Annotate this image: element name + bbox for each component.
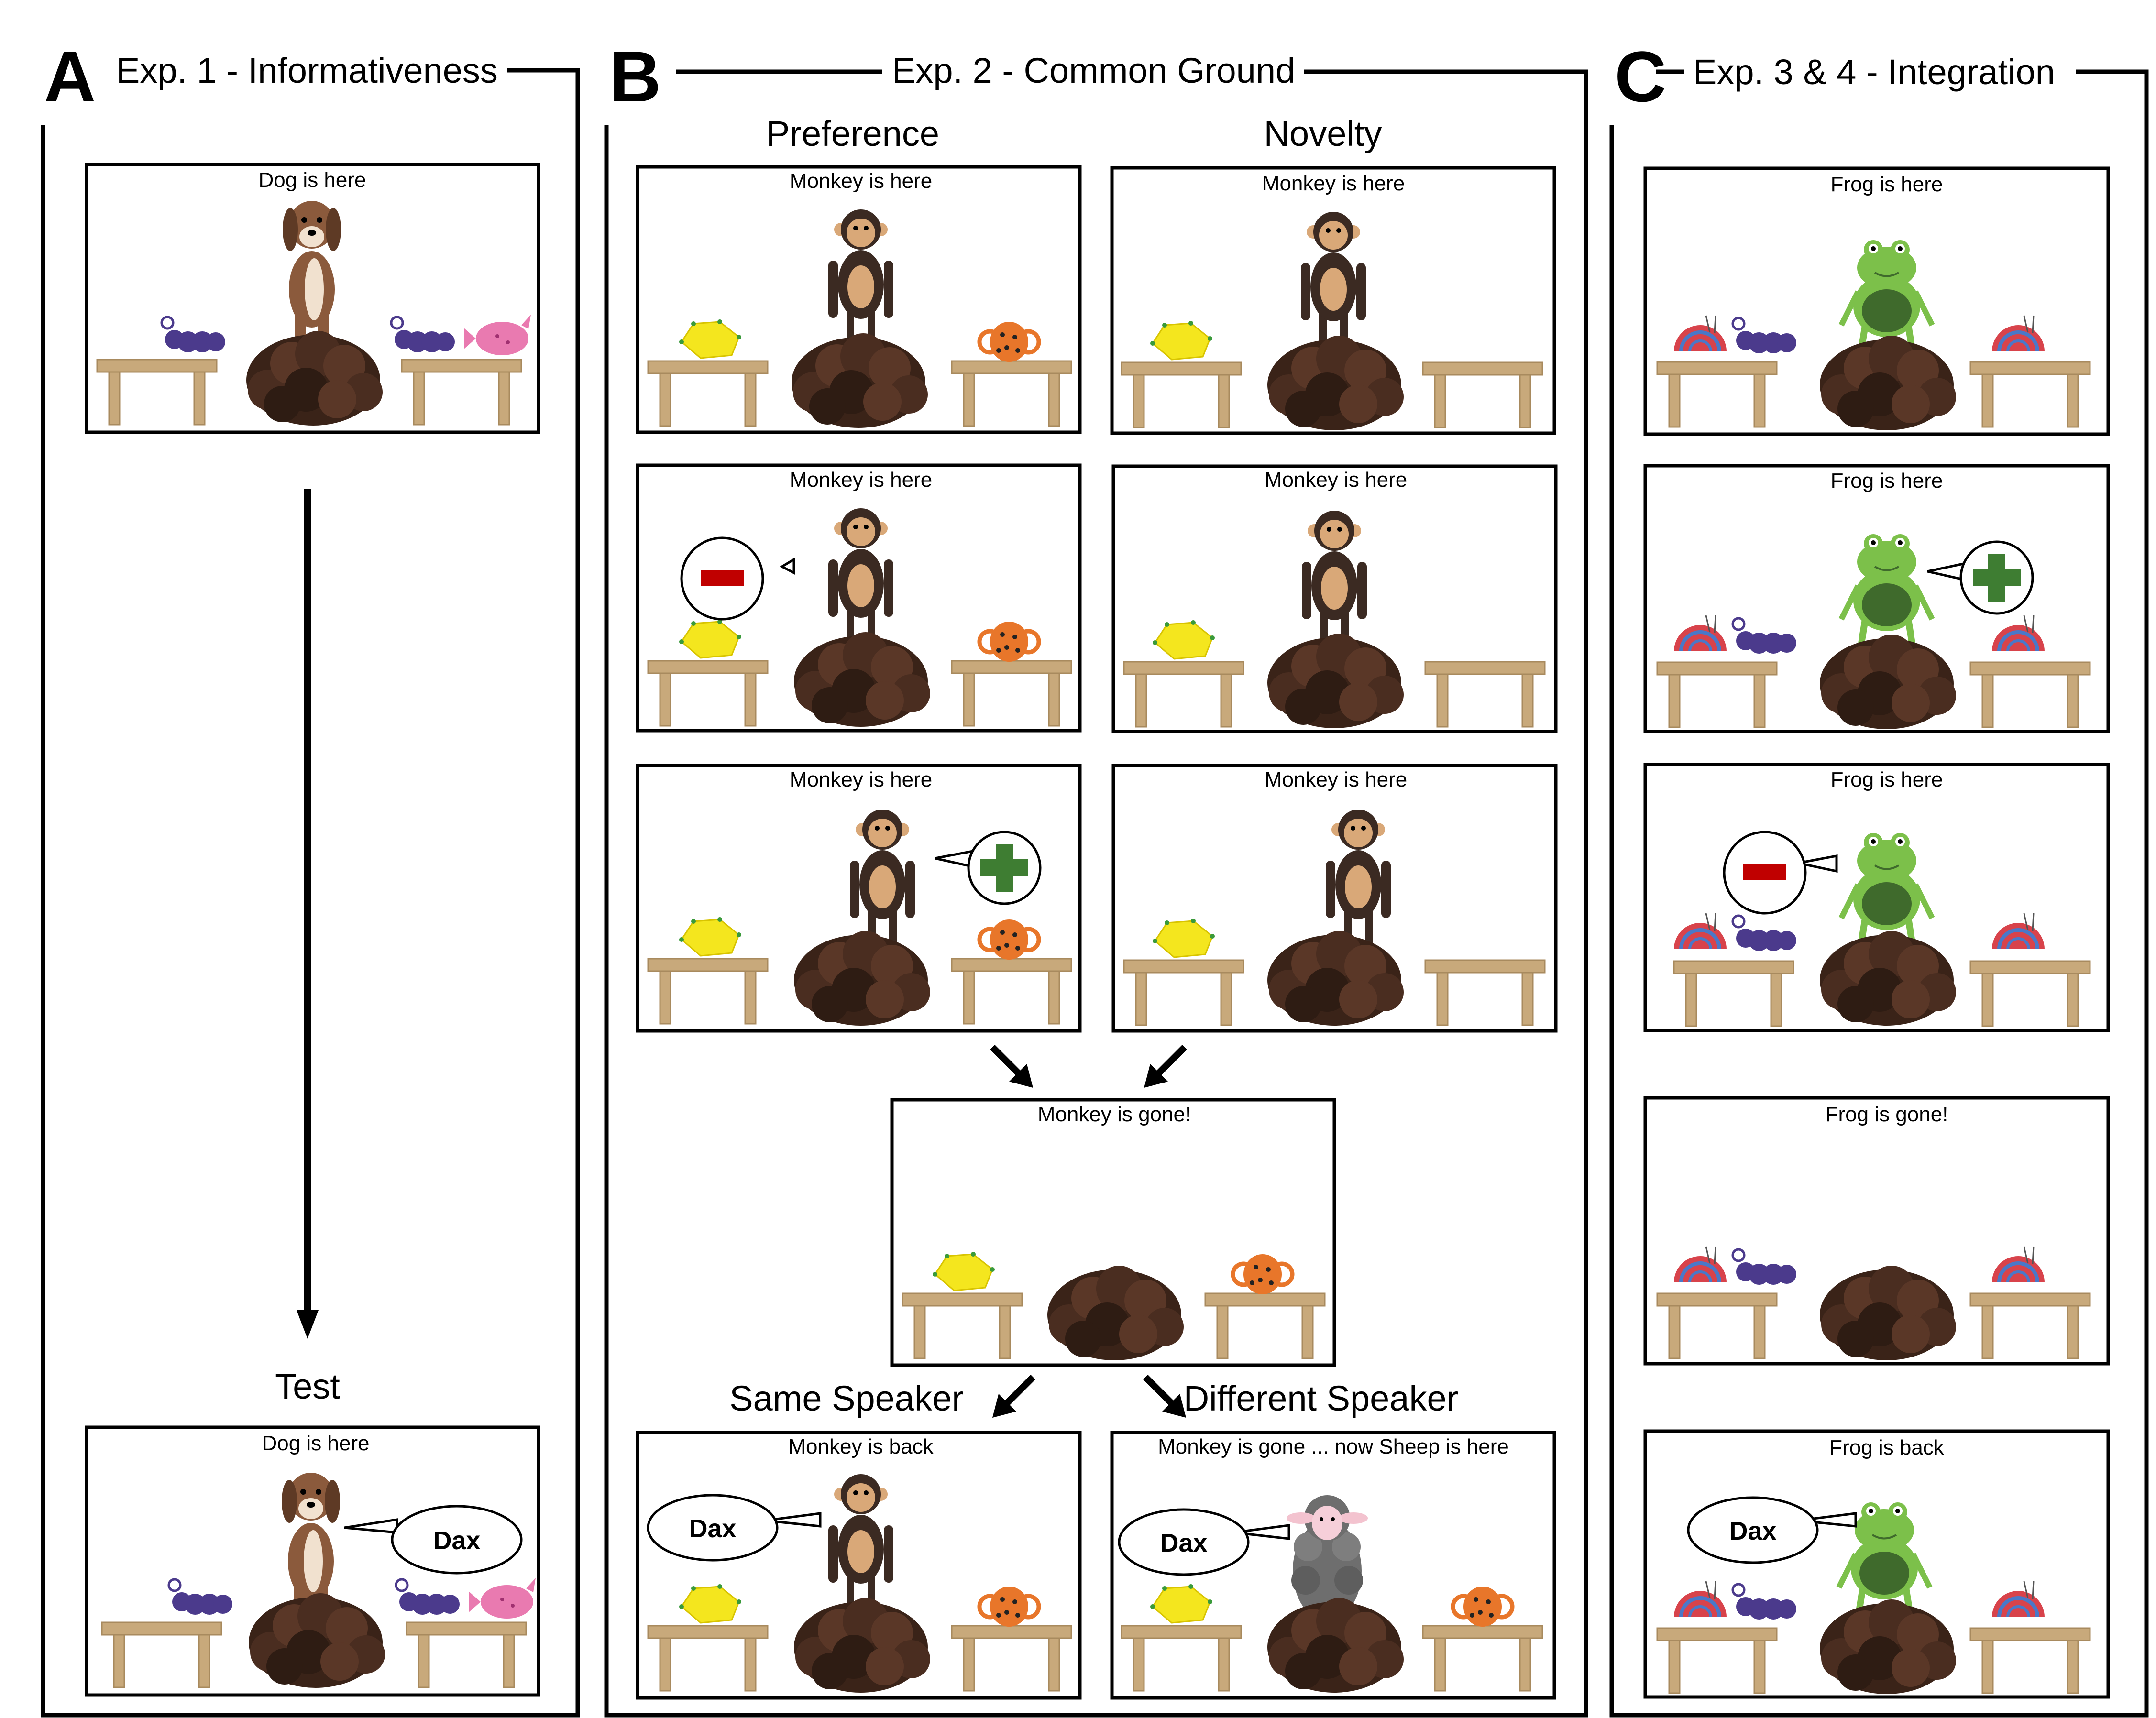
- scene-caption: Frog is back: [1829, 1436, 1945, 1459]
- scene-c-dislike: Frog is here: [1643, 763, 2110, 1032]
- scene-a-familiarization: Dog is here: [85, 163, 540, 434]
- scene-b-same-speaker: Monkey is back Dax: [636, 1431, 1082, 1700]
- panel-c-border: [1609, 69, 2149, 1718]
- bubble-text: Dax: [1160, 1529, 1207, 1557]
- scene-b-nov-point: Monkey is here: [1111, 464, 1558, 733]
- panel-a-arrow: [297, 489, 319, 1339]
- bubble-text: Dax: [1729, 1517, 1776, 1545]
- scene-b-nov-intro: Monkey is here: [1110, 166, 1556, 435]
- scene-caption: Monkey is here: [1265, 768, 1407, 791]
- panel-b-title: Exp. 2 - Common Ground: [892, 51, 1295, 90]
- flow-arrow-heads: [992, 1064, 1186, 1418]
- scene-caption: Monkey is here: [790, 768, 932, 791]
- speech-bubble: Dax: [344, 1505, 523, 1575]
- scene-caption: Monkey is gone ... now Sheep is here: [1158, 1435, 1509, 1458]
- panel-c-letter: C: [1615, 36, 1666, 117]
- scene-caption: Monkey is gone!: [1038, 1103, 1191, 1126]
- test-label: Test: [275, 1367, 340, 1406]
- preference-heading: Preference: [766, 114, 939, 153]
- scene-caption: Monkey is here: [790, 468, 932, 492]
- plus-icon: [1973, 554, 2021, 602]
- scene-caption: Frog is here: [1831, 469, 1943, 492]
- scene-c-intro: Frog is here: [1643, 166, 2110, 436]
- speech-bubble: [935, 831, 1042, 905]
- scene-caption: Monkey is here: [1262, 172, 1405, 195]
- panel-b-letter: B: [609, 36, 661, 117]
- speech-bubble: [1927, 540, 2034, 615]
- panel-a-title: Exp. 1 - Informativeness: [116, 51, 498, 90]
- different-speaker-label: Different Speaker: [1184, 1379, 1459, 1418]
- scene-caption: Monkey is back: [788, 1435, 934, 1458]
- panel-c-title: Exp. 3 & 4 - Integration: [1693, 52, 2055, 92]
- novelty-heading: Novelty: [1264, 114, 1382, 153]
- scene-b-pref-intro: Monkey is here: [636, 165, 1082, 434]
- scene-b-gone: Monkey is gone!: [890, 1098, 1336, 1367]
- speech-bubble: [1723, 831, 1838, 915]
- minus-icon: [701, 570, 744, 586]
- plus-icon: [980, 844, 1028, 892]
- speech-bubble: Dax: [1118, 1508, 1290, 1576]
- scene-caption: Dog is here: [262, 1432, 369, 1455]
- scene-b-nov-point2: Monkey is here: [1111, 764, 1558, 1033]
- scene-b-pref-dislike: Monkey is here: [636, 463, 1082, 733]
- scene-caption: Dog is here: [258, 168, 366, 192]
- scene-c-like: Frog is here: [1643, 464, 2110, 733]
- speech-bubble: Dax: [1687, 1496, 1857, 1564]
- speech-bubble: Dax: [647, 1494, 822, 1562]
- scene-b-different-speaker: Monkey is gone ... now Sheep is here Dax: [1110, 1431, 1556, 1700]
- scene-caption: Frog is gone!: [1826, 1103, 1948, 1126]
- scene-caption: Monkey is here: [790, 169, 932, 193]
- scene-caption: Frog is here: [1831, 768, 1943, 791]
- bubble-text: Dax: [689, 1514, 736, 1543]
- bubble-text: Dax: [433, 1526, 480, 1555]
- minus-icon: [1743, 864, 1786, 880]
- speech-bubble: [680, 536, 795, 621]
- panel-a-letter: A: [44, 36, 96, 117]
- flow-arrows: [990, 1045, 1187, 1408]
- scene-a-test: Dog is here Dax: [85, 1425, 540, 1697]
- scene-c-back: Frog is back Dax: [1643, 1429, 2110, 1699]
- panel-a-border: [41, 68, 580, 1718]
- scene-caption: Frog is here: [1831, 173, 1943, 196]
- scene-b-pref-like: Monkey is here: [636, 764, 1082, 1033]
- panel-b-border: [604, 69, 1588, 1718]
- scene-caption: Monkey is here: [1265, 468, 1407, 492]
- same-speaker-label: Same Speaker: [729, 1379, 964, 1418]
- scene-c-gone: Frog is gone!: [1643, 1096, 2110, 1366]
